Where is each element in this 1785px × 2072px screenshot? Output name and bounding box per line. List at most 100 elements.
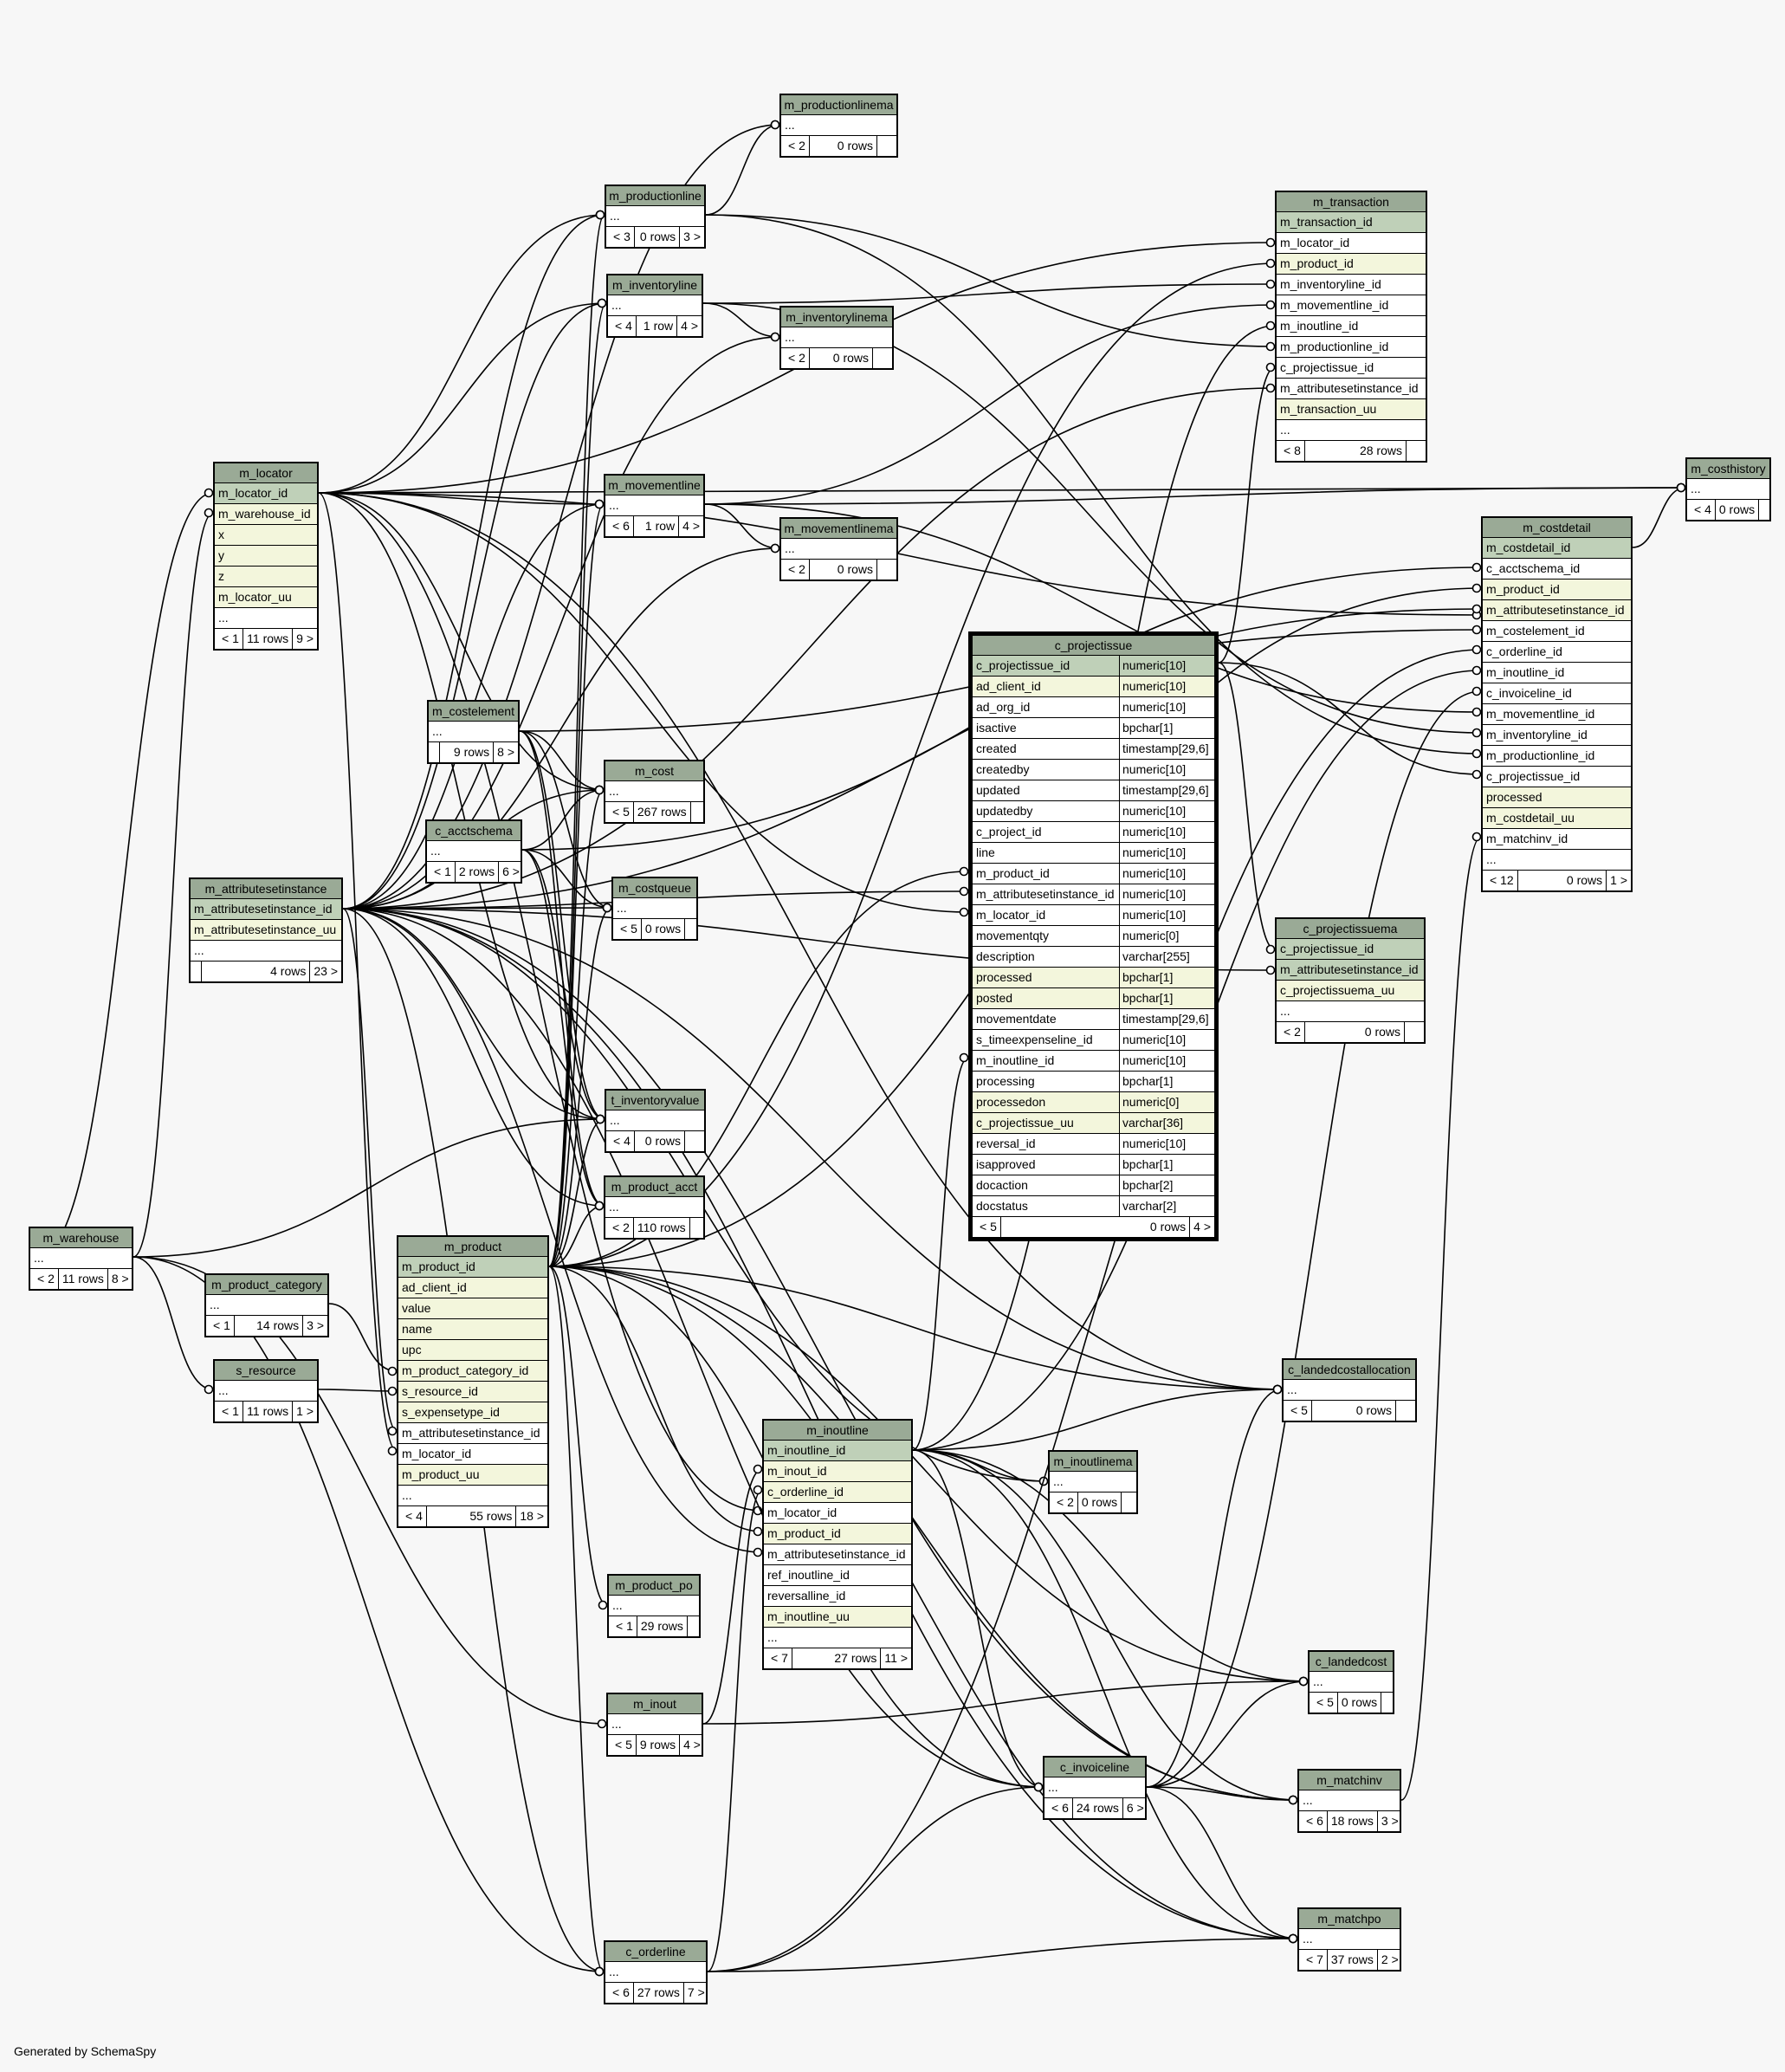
- table-title[interactable]: m_warehouse: [30, 1228, 132, 1248]
- table-title[interactable]: c_invoiceline: [1044, 1758, 1145, 1777]
- table-title[interactable]: m_inout: [608, 1694, 702, 1714]
- parent-count[interactable]: [194, 962, 202, 981]
- table-title[interactable]: m_product_acct: [605, 1177, 703, 1197]
- child-count[interactable]: 8 >: [111, 1272, 129, 1285]
- parent-count[interactable]: < 4: [402, 1506, 427, 1526]
- table-title[interactable]: c_landedcostallocation: [1284, 1360, 1415, 1380]
- child-count[interactable]: [877, 560, 896, 580]
- child-count[interactable]: 4 >: [683, 1738, 701, 1751]
- parent-count[interactable]: < 5: [609, 802, 634, 822]
- table-title[interactable]: m_costelement: [429, 702, 518, 722]
- parent-count[interactable]: < 1: [612, 1616, 637, 1636]
- table-title[interactable]: m_costhistory: [1687, 459, 1769, 479]
- parent-count[interactable]: < 4: [610, 1131, 635, 1151]
- child-count[interactable]: 3 >: [1381, 1814, 1399, 1828]
- child-count[interactable]: 4 >: [1193, 1220, 1211, 1233]
- table-title[interactable]: m_movementline: [605, 476, 703, 495]
- child-count[interactable]: [685, 1131, 704, 1151]
- parent-count[interactable]: < 6: [609, 1983, 634, 2003]
- child-count[interactable]: 6 >: [502, 864, 520, 878]
- parent-count[interactable]: < 6: [1048, 1798, 1073, 1818]
- child-count[interactable]: 2 >: [1381, 1952, 1399, 1966]
- parent-count[interactable]: < 1: [210, 1316, 235, 1336]
- parent-count[interactable]: < 2: [1280, 1022, 1305, 1042]
- parent-count[interactable]: < 2: [34, 1269, 59, 1289]
- parent-count[interactable]: < 4: [1691, 500, 1716, 520]
- child-count[interactable]: [1122, 1492, 1136, 1512]
- child-count[interactable]: 1 >: [296, 1404, 314, 1418]
- table-title[interactable]: m_inoutline: [764, 1421, 911, 1441]
- table-title[interactable]: c_projectissuema: [1277, 919, 1424, 939]
- child-count[interactable]: 8 >: [497, 745, 514, 759]
- parent-count[interactable]: < 5: [617, 919, 642, 939]
- parent-count[interactable]: < 2: [785, 560, 810, 580]
- parent-count[interactable]: < 5: [976, 1217, 1001, 1237]
- child-count[interactable]: [1396, 1401, 1415, 1421]
- parent-count[interactable]: < 5: [1287, 1401, 1312, 1421]
- child-count[interactable]: [685, 919, 696, 939]
- parent-count[interactable]: < 7: [767, 1648, 792, 1668]
- table-title[interactable]: m_inoutlinema: [1050, 1452, 1136, 1472]
- table-title[interactable]: m_matchpo: [1299, 1909, 1400, 1929]
- child-count[interactable]: [1381, 1693, 1393, 1713]
- table-title[interactable]: m_transaction: [1277, 192, 1426, 212]
- parent-count[interactable]: < 2: [785, 348, 810, 368]
- child-count[interactable]: 4 >: [682, 519, 700, 533]
- parent-count[interactable]: < 3: [610, 227, 635, 247]
- table-title[interactable]: m_attributesetinstance: [191, 879, 341, 899]
- child-count[interactable]: 4 >: [681, 319, 698, 333]
- table-title[interactable]: t_inventoryvalue: [606, 1091, 704, 1110]
- parent-count[interactable]: < 1: [430, 862, 456, 882]
- parent-count[interactable]: < 2: [1053, 1492, 1078, 1512]
- parent-count[interactable]: < 2: [785, 136, 810, 156]
- child-count[interactable]: 18 >: [520, 1509, 544, 1523]
- child-count[interactable]: [1759, 500, 1769, 520]
- parent-count[interactable]: < 7: [1303, 1950, 1328, 1970]
- child-count[interactable]: [691, 802, 703, 822]
- parent-count[interactable]: < 4: [611, 316, 637, 336]
- parent-count[interactable]: < 6: [609, 516, 634, 536]
- table-title[interactable]: m_product_po: [609, 1576, 699, 1596]
- parent-count[interactable]: < 1: [218, 629, 243, 649]
- child-count[interactable]: [690, 1218, 703, 1238]
- table-title[interactable]: m_cost: [605, 761, 703, 781]
- parent-count[interactable]: < 6: [1303, 1811, 1328, 1831]
- child-count[interactable]: 11 >: [884, 1651, 908, 1665]
- table-title[interactable]: c_projectissue: [973, 636, 1214, 656]
- table-title[interactable]: c_acctschema: [427, 821, 521, 841]
- table-title[interactable]: m_locator: [215, 463, 317, 483]
- table-title[interactable]: m_costdetail: [1483, 518, 1631, 538]
- child-count[interactable]: 3 >: [307, 1318, 324, 1332]
- table-title[interactable]: m_productionline: [606, 186, 704, 206]
- child-count[interactable]: [1405, 1022, 1424, 1042]
- table-title[interactable]: m_inventoryline: [608, 275, 702, 295]
- child-count[interactable]: 23 >: [314, 964, 338, 978]
- child-count[interactable]: [688, 1616, 699, 1636]
- child-count[interactable]: 1 >: [1610, 873, 1627, 887]
- parent-count[interactable]: < 8: [1280, 441, 1305, 461]
- child-count[interactable]: 9 >: [296, 631, 314, 645]
- table-title[interactable]: m_product_category: [206, 1275, 327, 1295]
- parent-count[interactable]: < 5: [1313, 1693, 1338, 1713]
